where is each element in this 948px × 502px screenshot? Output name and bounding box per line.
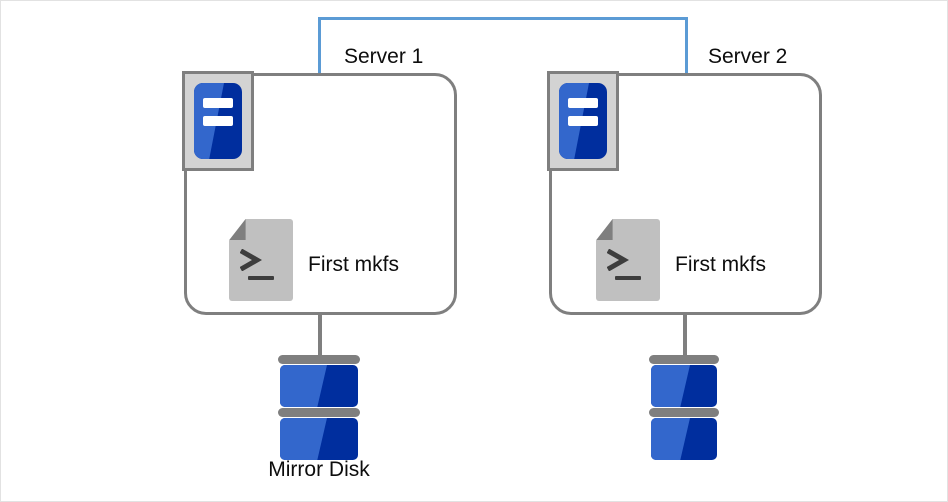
interconnect-top-segment [318,17,688,20]
disk-bar-middle [278,408,360,417]
interconnect-left-segment [318,17,321,75]
server-chassis [559,83,607,159]
server-2-script-file-icon [596,219,660,301]
server-chassis [194,83,242,159]
server-2-computer-icon [547,71,619,171]
script-page-fold [596,219,613,241]
script-prompt-chevron-icon [239,248,262,271]
server-2-label: Server 2 [708,45,788,68]
server-2-script-caption: First mkfs [675,253,766,276]
disk-platter-1 [280,365,358,407]
server-1-script-caption: First mkfs [308,253,399,276]
server-indicator-bar-1 [202,98,234,109]
interconnect-right-segment [685,17,688,75]
server-indicator-bar-1 [567,98,599,109]
server-1-disk-connector [318,315,322,357]
script-prompt-underscore-icon [615,276,641,281]
disk-platter-2 [280,418,358,460]
script-prompt-underscore-icon [248,276,274,281]
disk-bar-top [649,355,719,364]
server-indicator-bar-2 [202,115,234,126]
disk-bar-top [278,355,360,364]
server-2-box[interactable] [549,73,822,315]
server-2-mirror-disk-icon [649,355,719,460]
server-1-disk-caption: Mirror Disk [268,458,370,481]
script-page-fold [229,219,246,241]
server-indicator-bar-2 [567,115,599,126]
disk-platter-2 [651,418,717,460]
server-1-mirror-disk-icon [278,355,360,460]
server-1-computer-icon [182,71,254,171]
script-prompt-chevron-icon [606,248,629,271]
server-1-label: Server 1 [344,45,424,68]
server-1-script-file-icon [229,219,293,301]
server-2-disk-connector [683,315,687,357]
disk-bar-middle [649,408,719,417]
disk-platter-1 [651,365,717,407]
